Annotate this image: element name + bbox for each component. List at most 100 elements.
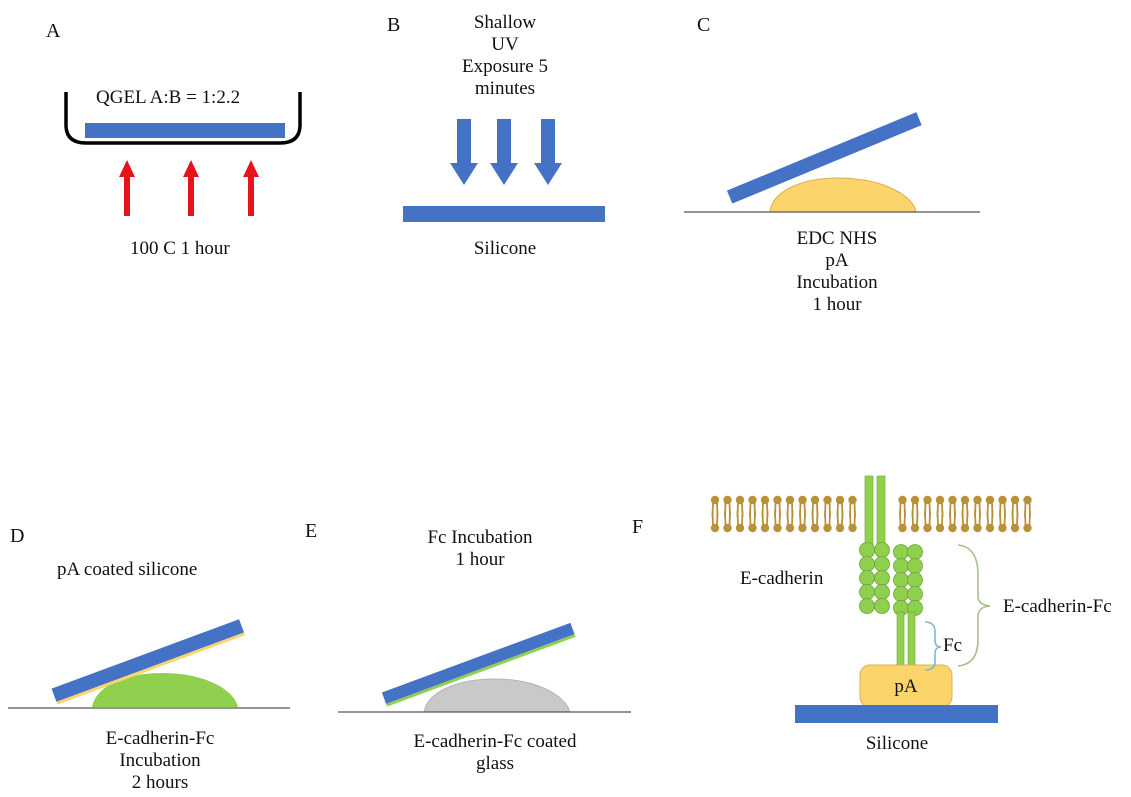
ecadherin-domain xyxy=(874,584,890,600)
panel-a xyxy=(64,92,302,216)
lipid-lower xyxy=(834,510,846,534)
d-caption: E-cadherin-Fc Incubation 2 hours xyxy=(75,728,245,794)
qgel-ratio-label: QGEL A:B = 1:2.2 xyxy=(96,87,241,108)
uv-arrow-3 xyxy=(534,119,562,185)
panel-e xyxy=(338,622,631,713)
uv-caption-line-4: minutes xyxy=(474,78,536,99)
lipid-lower xyxy=(722,510,733,534)
ecadfc-brace xyxy=(957,544,991,667)
uv-arrows xyxy=(450,119,562,185)
ecad-domains-left xyxy=(859,542,890,614)
uv-caption-line-1: Shallow xyxy=(473,12,537,33)
e-caption-line-2: glass xyxy=(476,753,514,774)
fc-stalk-1 xyxy=(896,611,905,671)
ecadherin-domain xyxy=(907,558,923,574)
panel-e-letter: E xyxy=(305,520,318,542)
uv-arrow-1 xyxy=(450,119,478,185)
lipid-lower xyxy=(897,510,908,534)
panel-c-letter: C xyxy=(697,14,711,36)
c-caption-line-4: 1 hour xyxy=(812,294,862,315)
heat-arrow-2 xyxy=(183,160,199,216)
silicone-caption-f: Silicone xyxy=(865,733,929,754)
ecadherin-domain xyxy=(907,572,923,588)
lipid-lower xyxy=(709,510,721,534)
ecadherin-domain xyxy=(907,586,923,602)
ecadherin-label: E-cadherin xyxy=(740,568,824,589)
fc-incubation-line-1: Fc Incubation xyxy=(427,527,533,548)
lipid-lower xyxy=(922,510,933,534)
heat-arrow-3 xyxy=(243,160,259,216)
lipid-lower xyxy=(1022,510,1033,534)
lipid-lower xyxy=(747,510,758,534)
panel-c xyxy=(684,112,980,213)
silicone-caption-b: Silicone xyxy=(473,238,537,259)
ecadherin-domain xyxy=(874,542,890,558)
lipid-lower xyxy=(822,510,833,534)
ecad-domains-right xyxy=(893,544,923,616)
ecadherin-domain xyxy=(859,556,875,572)
pa-droplet xyxy=(769,177,917,213)
ecadfc-label: E-cadherin-Fc xyxy=(1003,596,1112,617)
ecadherin-domain xyxy=(874,570,890,586)
fc-incubation-line-2: 1 hour xyxy=(455,549,505,570)
lipid-lower xyxy=(772,510,783,534)
lipid-lower xyxy=(759,510,771,534)
panel-b-letter: B xyxy=(387,14,401,36)
ecadherin-domain xyxy=(859,542,875,558)
d-caption-line-1: E-cadherin-Fc xyxy=(105,728,215,749)
lipid-lower xyxy=(959,510,971,534)
fc-stalk-2 xyxy=(907,611,916,671)
e-caption-line-1: E-cadherin-Fc coated xyxy=(413,731,577,752)
lipid-lower xyxy=(984,510,996,534)
heating-caption: 100 C 1 hour xyxy=(130,238,230,259)
uv-caption-line-3: Exposure 5 xyxy=(461,56,548,77)
c-caption-line-3: Incubation xyxy=(796,272,878,293)
dish xyxy=(64,92,302,145)
d-caption-line-2: Incubation xyxy=(119,750,201,771)
coated-glass-strip xyxy=(381,622,575,704)
d-caption-line-3: 2 hours xyxy=(131,772,189,793)
qgel-layer xyxy=(85,123,285,138)
uv-caption-line-2: UV xyxy=(491,34,519,55)
panel-d-letter: D xyxy=(10,525,25,547)
fc-label: Fc xyxy=(943,635,962,656)
ecadherin-domain xyxy=(874,556,890,572)
ecadherin-domain xyxy=(859,598,875,614)
ecadherin-domain xyxy=(893,544,909,560)
lipid-lower xyxy=(809,510,821,534)
lipid-lower xyxy=(909,510,921,534)
lipid-lower xyxy=(784,510,796,534)
panel-d xyxy=(8,619,290,709)
ecadherin-domain xyxy=(893,586,909,602)
ecadherin-domain xyxy=(874,598,890,614)
lipid-lower xyxy=(1009,510,1021,534)
silicone-substrate xyxy=(795,705,998,723)
c-caption-line-1: EDC NHS xyxy=(796,228,878,249)
panel-f xyxy=(709,475,1033,723)
ecadherin-domain xyxy=(859,584,875,600)
e-caption: E-cadherin-Fc coated glass xyxy=(395,731,595,775)
lipid-lower xyxy=(734,510,746,534)
ecadherin-domain xyxy=(893,572,909,588)
lipid-lower xyxy=(847,510,858,534)
silicone-slab xyxy=(403,206,605,222)
silicone-strip xyxy=(726,112,922,204)
lipid-lower xyxy=(934,510,946,534)
lipid-lower xyxy=(972,510,983,534)
c-caption: EDC NHS pA Incubation 1 hour xyxy=(757,228,917,316)
panel-b xyxy=(403,119,605,222)
fc-droplet xyxy=(423,678,571,713)
lipid-lower xyxy=(947,510,958,534)
fc-incubation-label: Fc Incubation 1 hour xyxy=(405,527,555,571)
lipid-lower xyxy=(997,510,1008,534)
ecadherin-domain xyxy=(859,570,875,586)
uv-caption: Shallow UV Exposure 5 minutes xyxy=(430,12,580,100)
fc-brace xyxy=(924,621,942,671)
heat-arrows xyxy=(119,160,259,216)
pa-coating xyxy=(56,632,246,705)
lipid-lower xyxy=(797,510,808,534)
coated-silicone-strip xyxy=(51,619,244,702)
ecadfc-droplet xyxy=(92,673,238,707)
panel-f-letter: F xyxy=(632,516,644,538)
